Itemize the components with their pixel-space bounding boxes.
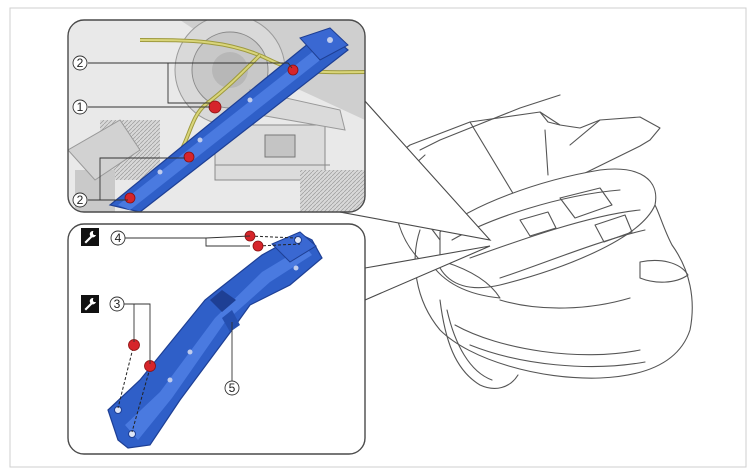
svg-text:2: 2 bbox=[77, 193, 84, 207]
panel-bottom-border bbox=[67, 223, 366, 455]
wiring-clips bbox=[124, 64, 299, 204]
bracket-top bbox=[108, 27, 349, 212]
bolt-guide-lines bbox=[117, 235, 301, 433]
svg-text:4: 4 bbox=[115, 231, 122, 245]
outer-frame bbox=[9, 7, 747, 468]
panel-top-border bbox=[67, 19, 366, 213]
svg-text:5: 5 bbox=[229, 381, 236, 395]
top-leaders bbox=[88, 62, 293, 201]
callout-4: 4 bbox=[110, 230, 126, 246]
detail-panel-top bbox=[67, 19, 366, 213]
bottom-leaders bbox=[124, 235, 251, 388]
callout-3: 3 bbox=[109, 296, 125, 312]
vehicle-outline bbox=[389, 94, 693, 389]
bracket-part-5 bbox=[107, 231, 323, 449]
svg-text:1: 1 bbox=[77, 100, 84, 114]
wrench-icon bbox=[81, 295, 99, 313]
detail-panel-bottom bbox=[67, 223, 366, 455]
callout-2-lower: 2 bbox=[72, 192, 88, 208]
callout-5: 5 bbox=[224, 380, 240, 396]
callout-2-upper: 2 bbox=[72, 55, 88, 71]
svg-text:3: 3 bbox=[114, 297, 121, 311]
wrench-icon bbox=[81, 228, 99, 246]
callout-1: 1 bbox=[72, 99, 88, 115]
svg-text:2: 2 bbox=[77, 56, 84, 70]
